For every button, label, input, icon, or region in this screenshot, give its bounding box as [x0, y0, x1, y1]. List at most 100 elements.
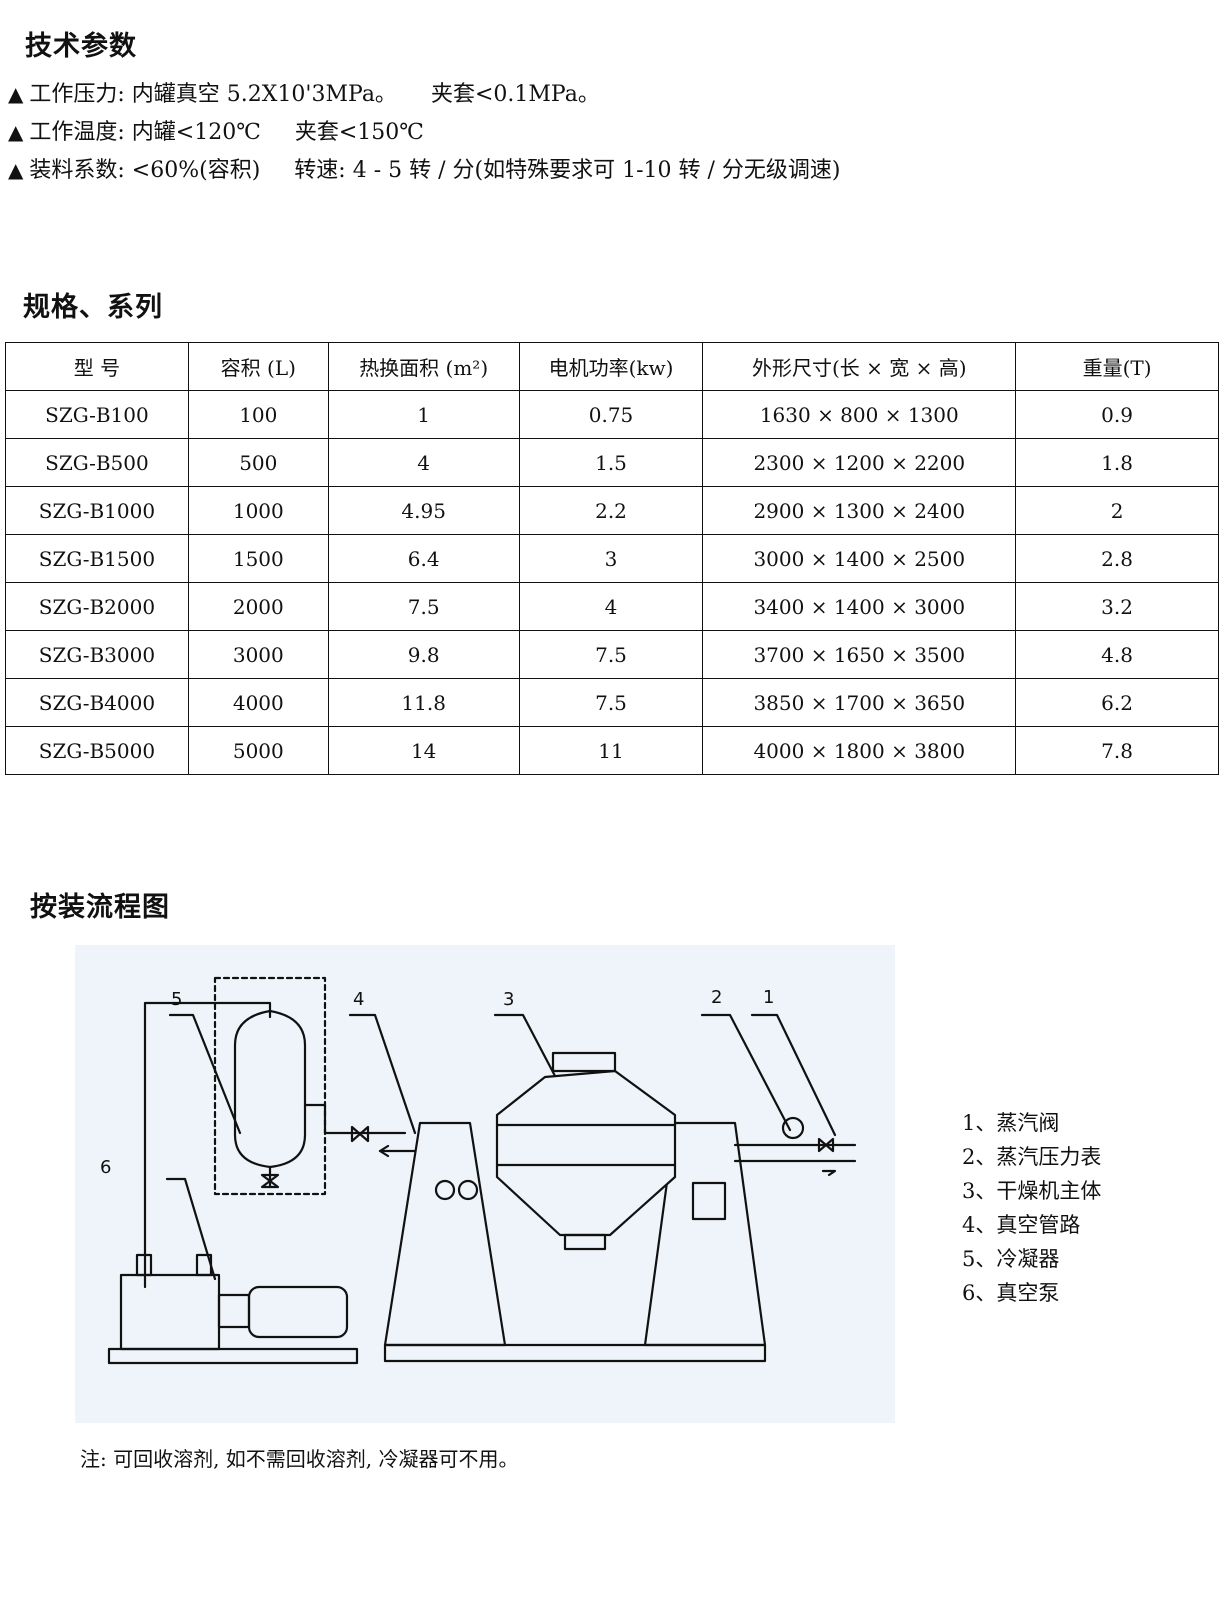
- gauge-right-icon: [457, 1179, 479, 1201]
- spec-table: 型 号 容积 (L) 热换面积 (m²) 电机功率(kw) 外形尺寸(长 × 宽…: [5, 342, 1219, 775]
- cell-weight: 3.2: [1015, 582, 1219, 631]
- cell-dimensions: 3850 × 1700 × 3650: [702, 678, 1017, 727]
- tech-params-heading: 技术参数: [25, 31, 137, 62]
- cell-volume: 100: [187, 390, 329, 439]
- cell-model: SZG-B2000: [5, 582, 189, 631]
- cell-volume: 1500: [187, 534, 329, 583]
- leader-1: [750, 1013, 837, 1137]
- cell-dimensions: 2300 × 1200 × 2200: [702, 438, 1017, 487]
- cell-model: SZG-B4000: [5, 678, 189, 727]
- cell-dimensions: 3000 × 1400 × 2500: [702, 534, 1017, 583]
- col-header-area: 热换面积 (m²): [327, 342, 520, 391]
- dryer-base: [383, 1343, 767, 1363]
- pump-motor: [247, 1285, 349, 1339]
- callout-6: 6: [100, 1157, 111, 1178]
- legend-item: 6、真空泵: [962, 1281, 1060, 1305]
- cell-power: 2.2: [518, 486, 704, 535]
- spec-heading: 规格、系列: [23, 292, 163, 323]
- flow-heading: 按装流程图: [30, 892, 170, 923]
- leader-3: [493, 1013, 567, 1097]
- condenser-vessel: [233, 1009, 307, 1169]
- cell-power: 7.5: [518, 678, 704, 727]
- param-line-loading: ▲装料系数: <60%(容积)转速: 4 - 5 转 / 分(如特殊要求可 1-…: [8, 158, 841, 183]
- cell-model: SZG-B1500: [5, 534, 189, 583]
- legend-item: 3、干燥机主体: [962, 1179, 1102, 1203]
- installation-flow-diagram: 6 5 4 3 2 1: [75, 945, 895, 1423]
- col-header-power: 电机功率(kw): [518, 342, 704, 391]
- cell-weight: 0.9: [1015, 390, 1219, 439]
- cell-area: 7.5: [327, 582, 520, 631]
- dryer-left-stand: [383, 1121, 507, 1347]
- vacuum-pump-body: [119, 1273, 221, 1351]
- cell-dimensions: 3700 × 1650 × 3500: [702, 630, 1017, 679]
- steam-pressure-gauge-icon: [781, 1116, 805, 1140]
- bullet-triangle-icon: ▲: [8, 82, 24, 106]
- cell-power: 7.5: [518, 630, 704, 679]
- cell-model: SZG-B500: [5, 438, 189, 487]
- callout-5: 5: [171, 989, 182, 1010]
- vacuum-valve-icon: [350, 1125, 370, 1143]
- diagram-legend: 1、蒸汽阀 2、蒸汽压力表 3、干燥机主体 4、真空管路 5、冷凝器 6、真空泵: [962, 1106, 1101, 1310]
- vacuum-pipe: [303, 1103, 407, 1135]
- pump-base: [107, 1347, 359, 1365]
- cell-area: 6.4: [327, 534, 520, 583]
- cell-area: 1: [327, 390, 520, 439]
- col-header-dimensions: 外形尺寸(长 × 宽 × 高): [702, 342, 1017, 391]
- arrow-head-icon: [378, 1144, 390, 1158]
- flow-diagram-svg: 6 5 4 3 2 1: [100, 976, 857, 1365]
- col-header-weight: 重量(T): [1015, 342, 1219, 391]
- cell-volume: 2000: [187, 582, 329, 631]
- legend-item: 4、真空管路: [962, 1213, 1081, 1237]
- table-header-row: 型 号 容积 (L) 热换面积 (m²) 电机功率(kw) 外形尺寸(长 × 宽…: [5, 342, 1219, 391]
- legend-item: 5、冷凝器: [962, 1247, 1060, 1271]
- callout-4: 4: [353, 989, 364, 1010]
- vessel-lid: [551, 1051, 617, 1073]
- condensate-arrow-icon: [821, 1169, 837, 1177]
- cell-weight: 2.8: [1015, 534, 1219, 583]
- cell-weight: 4.8: [1015, 630, 1219, 679]
- cell-volume: 4000: [187, 678, 329, 727]
- cell-area: 4.95: [327, 486, 520, 535]
- gauge-left-icon: [434, 1179, 456, 1201]
- cell-volume: 5000: [187, 726, 329, 775]
- cell-power: 11: [518, 726, 704, 775]
- legend-item: 1、蒸汽阀: [962, 1111, 1060, 1135]
- cell-area: 11.8: [327, 678, 520, 727]
- pump-inlet: [135, 1253, 153, 1277]
- pump-outlet: [195, 1253, 213, 1277]
- bullet-triangle-icon: ▲: [8, 158, 24, 182]
- col-header-volume: 容积 (L): [187, 342, 329, 391]
- callout-3: 3: [503, 989, 514, 1010]
- leader-4: [348, 1013, 417, 1135]
- param-line-pressure: ▲工作压力: 内罐真空 5.2X10'3MPa。夹套<0.1MPa。: [8, 82, 600, 107]
- cell-power: 1.5: [518, 438, 704, 487]
- bullet-triangle-icon: ▲: [8, 120, 24, 144]
- leader-5: [168, 1013, 242, 1135]
- control-panel: [691, 1181, 727, 1221]
- callout-1: 1: [763, 987, 774, 1008]
- col-header-model: 型 号: [5, 342, 189, 391]
- cell-weight: 6.2: [1015, 678, 1219, 727]
- cell-power: 0.75: [518, 390, 704, 439]
- legend-item: 2、蒸汽压力表: [962, 1145, 1102, 1169]
- drain-valve-icon: [260, 1173, 280, 1189]
- cell-model: SZG-B5000: [5, 726, 189, 775]
- cell-model: SZG-B1000: [5, 486, 189, 535]
- steam-valve-icon: [817, 1137, 835, 1153]
- cell-power: 4: [518, 582, 704, 631]
- cell-model: SZG-B3000: [5, 630, 189, 679]
- cell-volume: 1000: [187, 486, 329, 535]
- callout-2: 2: [711, 987, 722, 1008]
- cell-dimensions: 2900 × 1300 × 2400: [702, 486, 1017, 535]
- cell-dimensions: 3400 × 1400 × 3000: [702, 582, 1017, 631]
- dryer-vessel: [495, 1069, 677, 1237]
- cell-weight: 7.8: [1015, 726, 1219, 775]
- leader-6: [165, 1177, 217, 1281]
